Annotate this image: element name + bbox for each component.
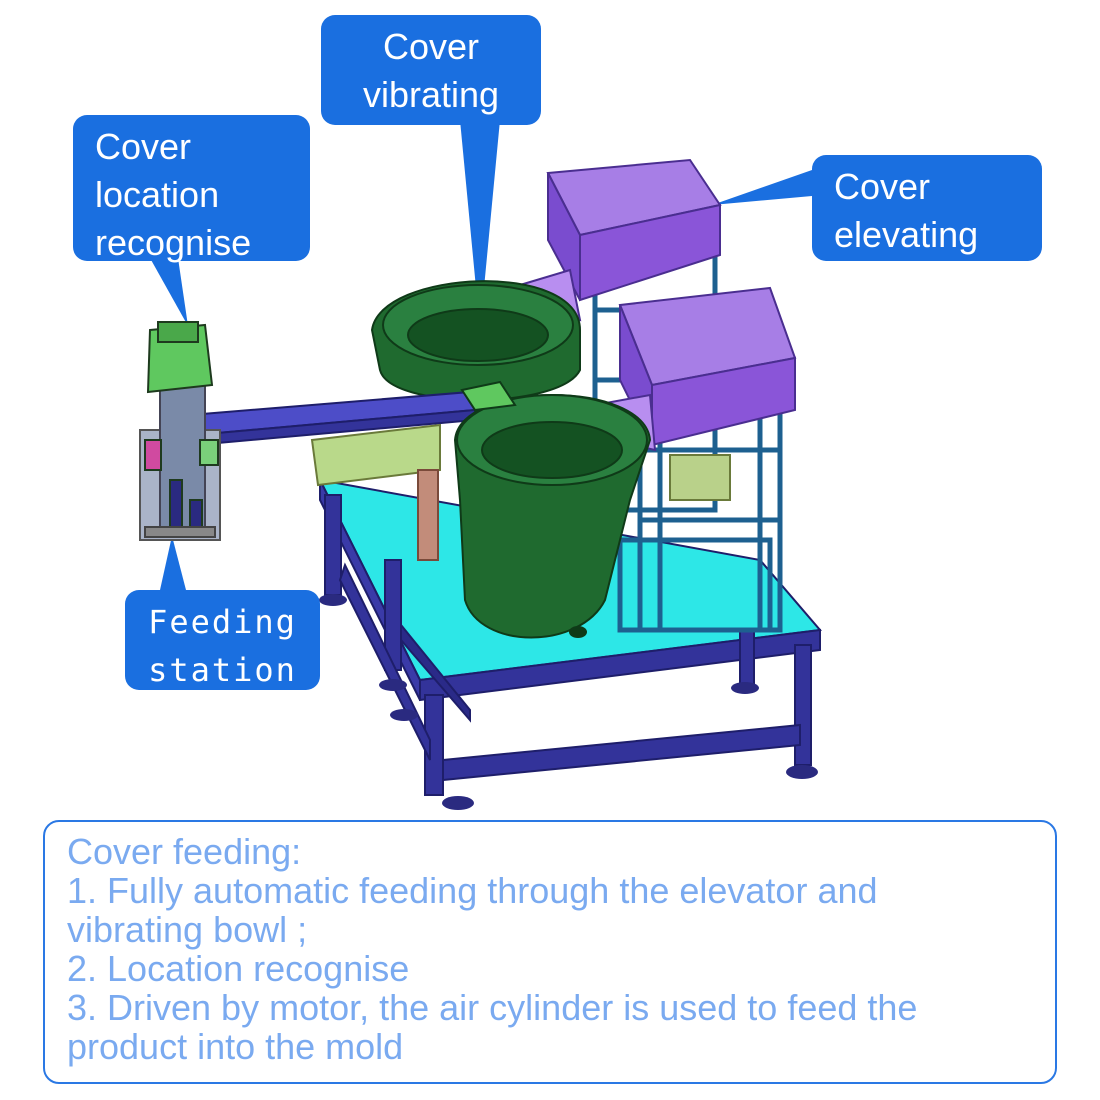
description-line-5: 3. Driven by motor, the air cylinder is … (67, 987, 918, 1028)
vibrating-bowl-back (370, 280, 581, 401)
callout-feeding-station-line-2: station (148, 651, 297, 689)
callout-cover-vibrating-line-1: Cover (382, 26, 480, 67)
callout-cover-elevating: Cover elevating (812, 155, 1042, 261)
callout-cover-elevating-line-2: elevating (834, 214, 979, 255)
leveling-feet (319, 594, 818, 810)
callout-cover-location-line-3: recognise (95, 222, 252, 263)
callout-feeding-station-line-1: Feeding (148, 603, 297, 641)
linear-feeder (188, 390, 477, 561)
callout-cover-location-line-1: Cover (95, 126, 192, 167)
vibrating-bowl-front (453, 380, 652, 639)
callout-cover-vibrating: Cover vibrating (321, 15, 541, 125)
description-box: Cover feeding: 1. Fully automatic feedin… (43, 820, 1057, 1084)
feeding-station (139, 321, 221, 541)
description-line-2: 1. Fully automatic feeding through the e… (67, 870, 878, 911)
description-line-3: vibrating bowl ; (67, 909, 308, 950)
callout-pointers (150, 120, 812, 590)
description-line-1: Cover feeding: (67, 831, 302, 872)
machine-illustration (139, 120, 822, 810)
callout-cover-location-line-2: location (95, 174, 220, 215)
callout-cover-vibrating-line-2: vibrating (362, 74, 500, 115)
callout-feeding-station: Feeding station (125, 590, 320, 690)
callout-cover-location-recognise: Cover location recognise (73, 115, 310, 263)
description-line-6: product into the mold (67, 1026, 404, 1067)
description-line-4: 2. Location recognise (67, 948, 410, 989)
callout-cover-elevating-line-1: Cover (834, 166, 931, 207)
